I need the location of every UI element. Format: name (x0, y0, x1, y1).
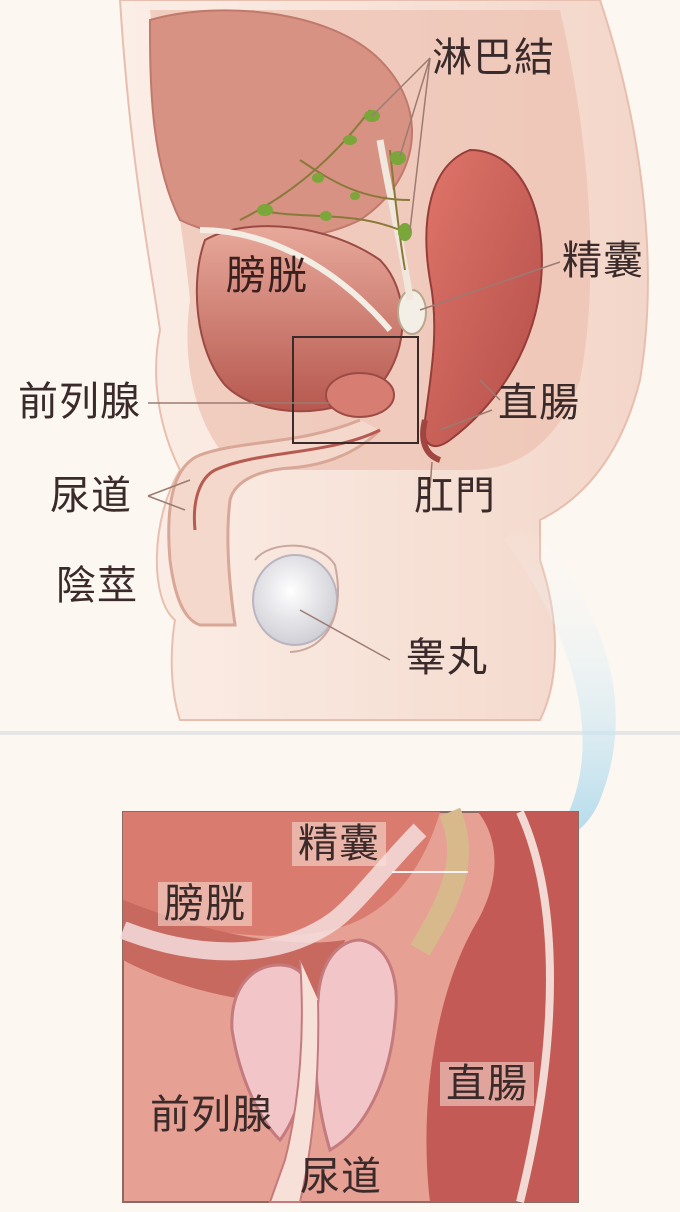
label-lymph-nodes: 淋巴結 (432, 38, 555, 78)
label-prostate: 前列腺 (18, 382, 141, 422)
label-seminal-vesicle: 精囊 (562, 241, 644, 281)
prostate-organ (326, 373, 394, 417)
testicle-organ (253, 555, 337, 645)
label-penis: 陰莖 (56, 566, 138, 606)
detail-label-urethra: 尿道 (300, 1157, 382, 1197)
label-testicle: 睾丸 (406, 638, 488, 678)
detail-label-prostate: 前列腺 (150, 1095, 273, 1135)
label-anus: 肛門 (414, 476, 496, 516)
detail-label-seminal-vesicle: 精囊 (292, 822, 386, 866)
label-urethra: 尿道 (50, 476, 132, 516)
detail-label-rectum: 直腸 (440, 1062, 534, 1106)
label-bladder: 膀胱 (226, 256, 308, 296)
detail-label-bladder: 膀胱 (158, 882, 252, 926)
detail-panel-illustration (123, 812, 578, 1202)
label-rectum: 直腸 (498, 383, 580, 423)
